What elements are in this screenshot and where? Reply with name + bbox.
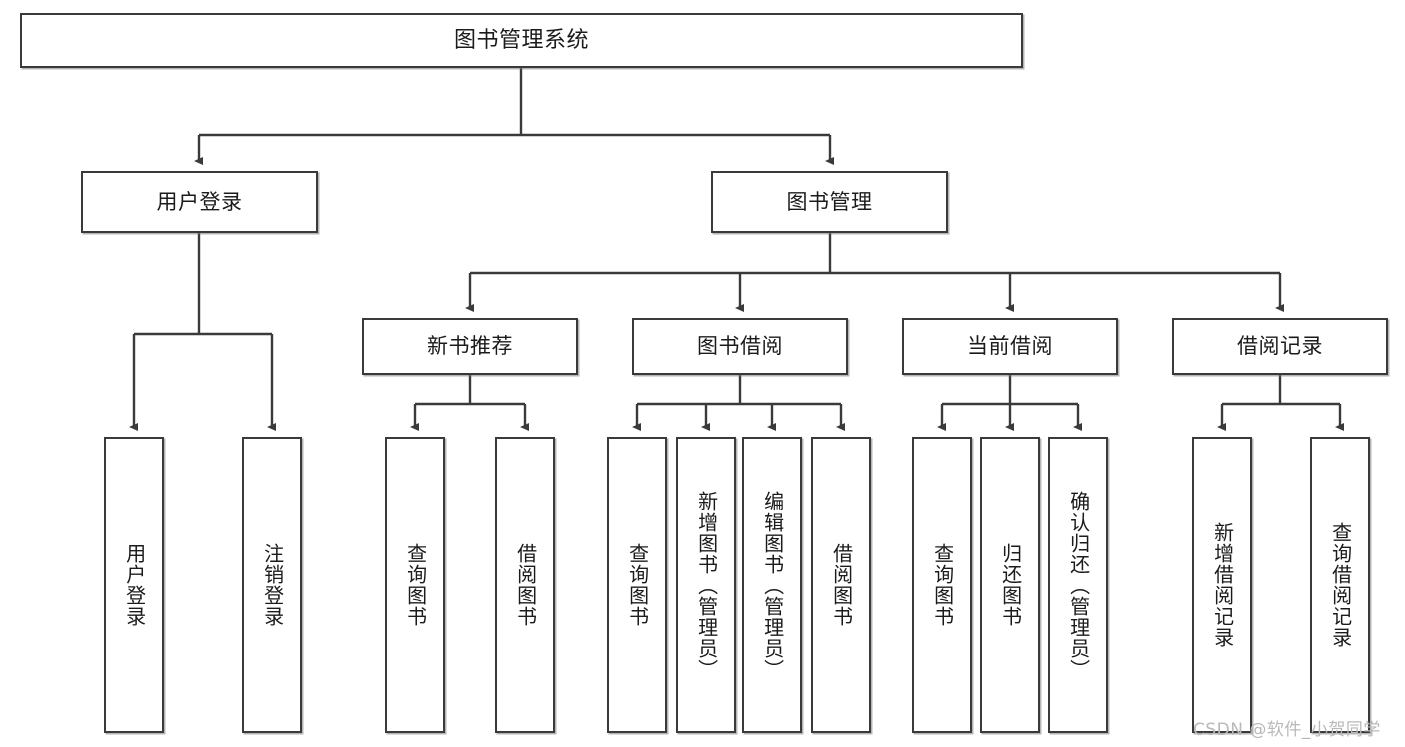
node-leaf-edit-book[interactable]: 编辑图书（管理员） — [742, 437, 802, 733]
node-leaf-query-book-1-label: 查询图书 — [403, 543, 428, 627]
node-leaf-user-login[interactable]: 用户登录 — [104, 437, 164, 733]
node-leaf-borrow-book-2[interactable]: 借阅图书 — [811, 437, 871, 733]
node-root[interactable]: 图书管理系统 — [20, 13, 1023, 68]
node-borrow-record-label: 借阅记录 — [1237, 334, 1323, 359]
node-leaf-confirm-return[interactable]: 确认归还（管理员） — [1048, 437, 1108, 733]
node-leaf-query-record[interactable]: 查询借阅记录 — [1310, 437, 1370, 733]
node-book-manage-label: 图书管理 — [786, 189, 873, 214]
node-leaf-query-book-1[interactable]: 查询图书 — [385, 437, 445, 733]
node-leaf-edit-book-label: 编辑图书（管理员） — [760, 490, 785, 680]
node-leaf-return-book-label: 归还图书 — [998, 543, 1023, 627]
node-leaf-borrow-book-1[interactable]: 借阅图书 — [495, 437, 555, 733]
node-leaf-logout-login[interactable]: 注销登录 — [242, 437, 302, 733]
node-book-borrow-label: 图书借阅 — [697, 334, 783, 359]
node-new-book-recommend[interactable]: 新书推荐 — [362, 318, 578, 375]
node-book-manage[interactable]: 图书管理 — [711, 171, 948, 233]
node-leaf-user-login-label: 用户登录 — [122, 543, 147, 627]
node-leaf-confirm-return-label: 确认归还（管理员） — [1066, 490, 1091, 680]
node-user-login-label: 用户登录 — [156, 189, 243, 214]
node-root-label: 图书管理系统 — [453, 27, 589, 53]
node-book-borrow[interactable]: 图书借阅 — [632, 318, 848, 375]
node-leaf-return-book[interactable]: 归还图书 — [980, 437, 1040, 733]
node-leaf-add-record[interactable]: 新增借阅记录 — [1192, 437, 1252, 733]
node-leaf-query-record-label: 查询借阅记录 — [1328, 522, 1353, 648]
node-leaf-query-book-2-label: 查询图书 — [625, 543, 650, 627]
node-new-book-recommend-label: 新书推荐 — [427, 334, 513, 359]
node-leaf-borrow-book-2-label: 借阅图书 — [829, 543, 854, 627]
node-leaf-add-record-label: 新增借阅记录 — [1210, 522, 1235, 648]
node-leaf-query-book-3[interactable]: 查询图书 — [912, 437, 972, 733]
node-user-login[interactable]: 用户登录 — [81, 171, 318, 233]
node-leaf-query-book-3-label: 查询图书 — [930, 543, 955, 627]
node-leaf-add-book[interactable]: 新增图书（管理员） — [676, 437, 736, 733]
csdn-watermark: CSDN @软件_小贺同学 — [1193, 720, 1381, 740]
node-leaf-add-book-label: 新增图书（管理员） — [694, 490, 719, 680]
node-leaf-logout-login-label: 注销登录 — [260, 543, 285, 627]
node-borrow-record[interactable]: 借阅记录 — [1172, 318, 1388, 375]
node-current-borrow[interactable]: 当前借阅 — [902, 318, 1118, 375]
node-leaf-query-book-2[interactable]: 查询图书 — [607, 437, 667, 733]
node-leaf-borrow-book-1-label: 借阅图书 — [513, 543, 538, 627]
node-current-borrow-label: 当前借阅 — [967, 334, 1053, 359]
